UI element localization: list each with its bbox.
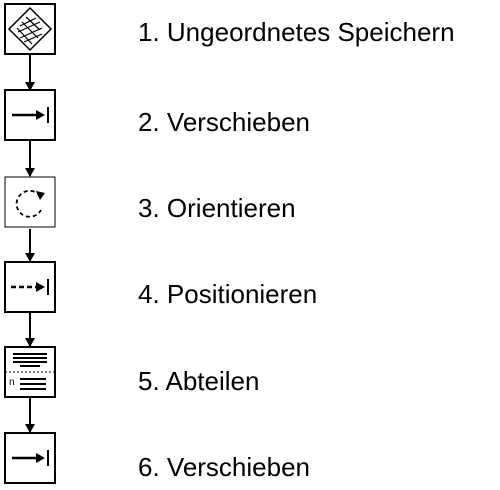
step-label-6: 6. Verschieben: [138, 452, 311, 482]
arrowhead-1-2: [25, 82, 35, 91]
arrowhead-3-4: [25, 253, 35, 262]
step-label-1: 1. Ungeordnetes Speichern: [138, 17, 455, 47]
position-dashed-arrow-icon: [4, 261, 56, 313]
step-label-3: 3. Orientieren: [138, 193, 296, 223]
arrowhead-5-6: [25, 424, 35, 433]
connectors: [25, 55, 35, 433]
unordered-storage-icon: [4, 3, 56, 55]
arrowhead-4-5: [25, 338, 35, 347]
move-arrow-icon: [4, 432, 56, 484]
arrowhead-2-3: [25, 168, 35, 177]
step-label-5: 5. Abteilen: [138, 366, 260, 396]
move-arrow-icon: [4, 89, 56, 141]
divide-icon-n: n: [9, 377, 15, 388]
rotate-orient-icon: [4, 176, 56, 228]
step-label-2: 2. Verschieben: [138, 107, 311, 137]
divide-quantity-icon: n: [4, 346, 56, 398]
step-label-4: 4. Positionieren: [138, 279, 318, 309]
